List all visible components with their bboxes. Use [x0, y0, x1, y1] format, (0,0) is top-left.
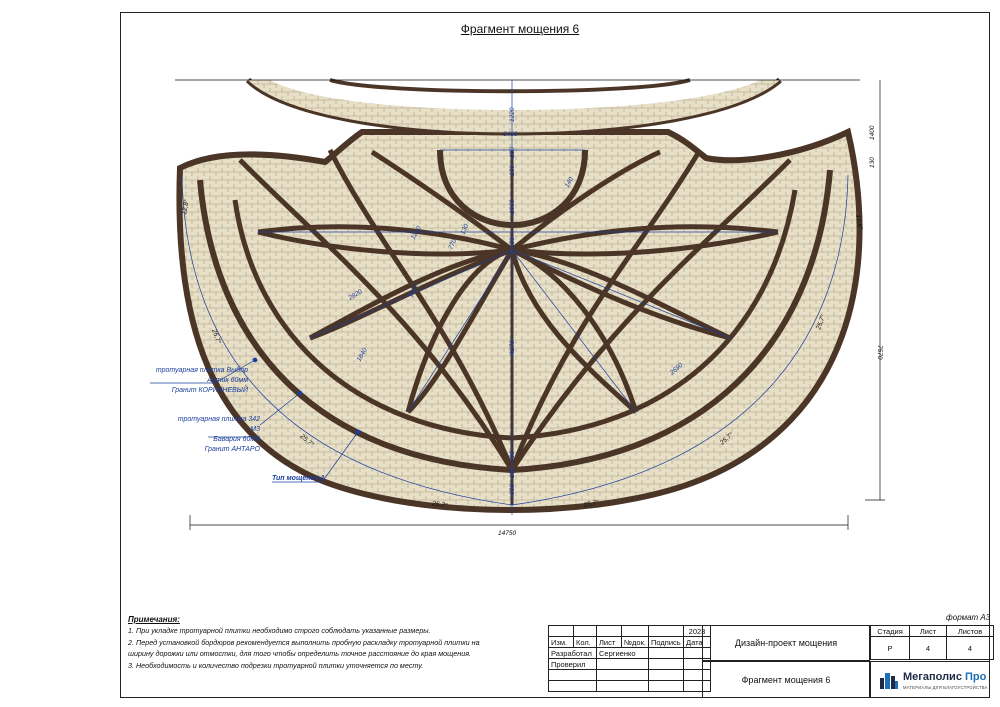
angle-bottom-right: 25,7°	[582, 498, 600, 509]
sheets-value: 4	[946, 636, 994, 660]
dim-inner-width: 3430	[503, 131, 518, 138]
legend-brown-line1: тротуарная плитка Выбор	[155, 367, 248, 374]
company-name: Мегаполис Про	[903, 671, 986, 683]
notes-block: Примечания: 1. При укладке тротуарной пл…	[128, 614, 538, 671]
project-title-box: Дизайн-проект мощения	[702, 625, 870, 661]
sheet-frame	[120, 12, 990, 698]
legend-beige-line2: Бавария 60мм	[213, 436, 260, 443]
dim-bottom-180: 180	[509, 467, 516, 478]
dim-top-small: 130	[869, 157, 876, 168]
company-logo-box: Мегаполис Про МАТЕРИАЛЫ ДЛЯ БЛАГОУСТРОЙС…	[870, 661, 990, 698]
legend-beige-line3: Гранит АНТАРО	[204, 446, 260, 453]
col-ndok: №док.	[621, 636, 649, 648]
legend-beige: тротуарная плитка 342 М3 Бавария 60мм Гр…	[170, 415, 260, 455]
paper-format: формат А3	[946, 613, 991, 622]
fragment-title: Фрагмент мощения 6	[741, 675, 831, 685]
dim-bottom-330: 330	[509, 451, 516, 462]
sheets-header: Листов	[946, 625, 994, 637]
dim-inner-top: 1220	[509, 107, 516, 122]
dimension-lines	[175, 79, 885, 530]
stage-value: Р	[870, 636, 910, 660]
col-izm: Изм.	[548, 636, 574, 648]
legend-leaders	[150, 357, 361, 483]
developer-name: Сергиенко	[596, 647, 649, 659]
angle-right-side: 12,8°	[854, 214, 865, 231]
dim-overall-width: 14750	[498, 530, 516, 537]
dim-center-b: 130	[509, 165, 516, 176]
dim-overall-height: 7570	[876, 345, 883, 360]
col-kol: Кол.	[573, 636, 597, 648]
dim-130b: 130	[459, 223, 470, 236]
angle-bottom-left: 25,7°	[431, 499, 449, 510]
role-developed: Разработал	[548, 647, 597, 659]
dim-1600: 1600	[509, 199, 516, 214]
legend-beige-line1: тротуарная плитка 342 М3	[177, 416, 260, 433]
building-logo-icon	[880, 673, 898, 689]
note-2a: 2. Перед установкой бордюров рекомендует…	[128, 637, 480, 647]
dim-180: 180	[509, 237, 516, 248]
company-name-pro: Про	[961, 671, 987, 683]
fragment-title-box: Фрагмент мощения 6	[702, 661, 870, 698]
notes-header: Примечания:	[128, 615, 180, 624]
sheet-title: Фрагмент мощения 6	[460, 22, 580, 36]
company-tagline: МАТЕРИАЛЫ ДЛЯ БЛАГОУСТРОЙСТВА	[903, 685, 988, 690]
dim-bottom-630: 630	[509, 484, 516, 495]
role-checked: Проверил	[548, 658, 597, 670]
stage-header: Стадия	[870, 625, 910, 637]
dim-4270: 4270	[509, 340, 516, 355]
dim-top-height: 1400	[869, 125, 876, 140]
col-podpis: Подпись	[648, 636, 684, 648]
project-title: Дизайн-проект мощения	[734, 638, 838, 648]
paving-body	[176, 77, 863, 513]
col-list: Лист	[596, 636, 622, 648]
dim-center-a: 180	[509, 147, 516, 158]
legend-brown: тротуарная плитка Выбор Антик 60мм Грани…	[138, 366, 248, 396]
stage-sheet-table: Стадия Лист Листов Р 4 4	[870, 625, 994, 660]
legend-paving-type: Тип мощения 1	[272, 475, 325, 482]
sheet-value: 4	[909, 636, 947, 660]
sheet-header: Лист	[909, 625, 947, 637]
dim-770: 770	[447, 238, 458, 251]
company-name-main: Мегаполис	[903, 671, 962, 683]
legend-brown-line3: Гранит КОРИЧНЕВЫЙ	[171, 387, 248, 394]
title-block-signatures: 2023 Изм. Кол. Лист №док. Подпись Дата Р…	[548, 625, 711, 692]
dim-140: 140	[564, 176, 576, 189]
note-1: 1. При укладке тротуарной плитки необход…	[128, 626, 431, 636]
note-3: 3. Необходимость и количество подрезки т…	[128, 660, 424, 670]
angle-left-side: 12,8°	[180, 199, 191, 216]
legend-brown-line2: Антик 60мм	[207, 377, 248, 384]
note-2b: ширину дорожки или отмостки, для того чт…	[128, 649, 472, 659]
